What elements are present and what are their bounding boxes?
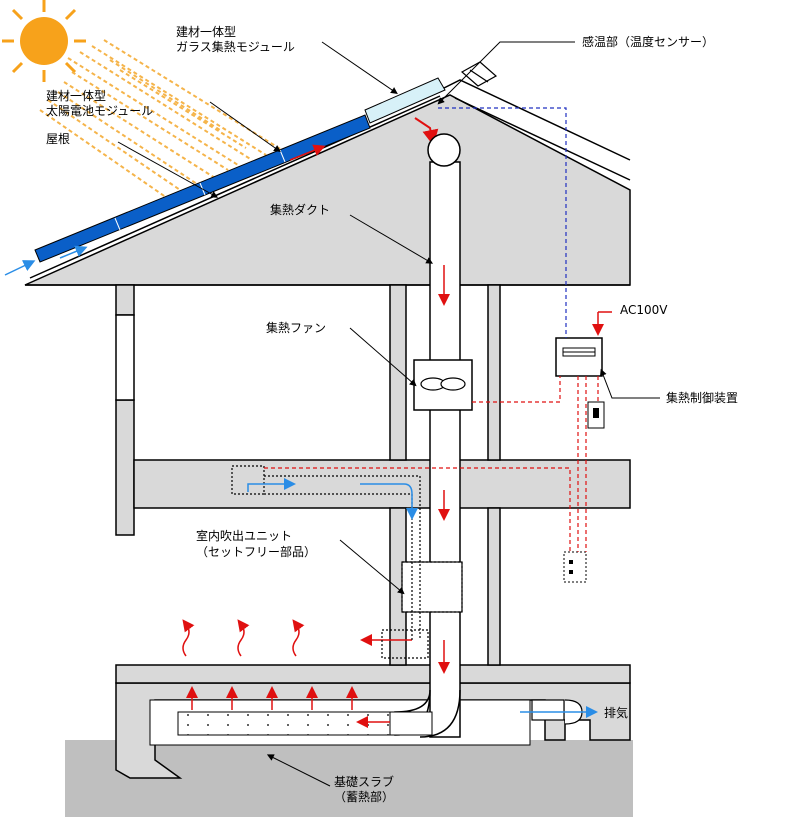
label-indoor-unit-1: 室内吹出ユニット [196,528,292,543]
warm-air-icons [182,619,305,657]
label-exhaust: 排気 [604,705,628,720]
label-slab-2: （蓄熱部） [334,789,394,804]
sun-icon [2,0,86,82]
label-glass-module-2: ガラス集熱モジュール [176,39,295,54]
label-slab-1: 基礎スラブ [334,774,394,789]
label-fan: 集熱ファン [266,320,326,335]
return-airflow [247,478,418,520]
wall-switch [587,401,605,429]
label-pv-module-2: 太陽電池モジュール [46,103,153,118]
controller-box [555,337,603,377]
glass-module [364,77,446,124]
slab-heat-arrows [186,686,358,710]
roof-airflow [4,117,439,276]
label-pv-module-1: 建材一体型 [46,89,106,103]
label-duct: 集熱ダクト [270,202,330,217]
label-temp-sensor: 感温部（温度センサー） [582,34,714,49]
roof [24,79,631,286]
collector-fan [413,359,473,411]
wall-switch-lower [563,551,587,583]
indoor-outlet-unit [231,465,463,659]
signal-wiring [264,107,612,552]
leader-lines [117,41,660,787]
labels: 建材一体型 ガラス集熱モジュール 感温部（温度センサー） 建材一体型 太陽電池モ… [46,25,738,804]
duct-airflow [356,265,450,728]
label-glass-module-1: 建材一体型 [176,25,236,39]
underfloor-duct [177,711,433,736]
label-controller: 集熱制御装置 [666,390,738,405]
label-ac: AC100V [620,303,668,317]
temp-sensor-icon [460,61,498,87]
label-indoor-unit-2: （セットフリー部品） [196,544,316,559]
exhaust-vent [520,699,598,725]
interior-structure [115,284,631,666]
sun-rays [39,39,283,201]
label-roof: 屋根 [46,132,70,146]
